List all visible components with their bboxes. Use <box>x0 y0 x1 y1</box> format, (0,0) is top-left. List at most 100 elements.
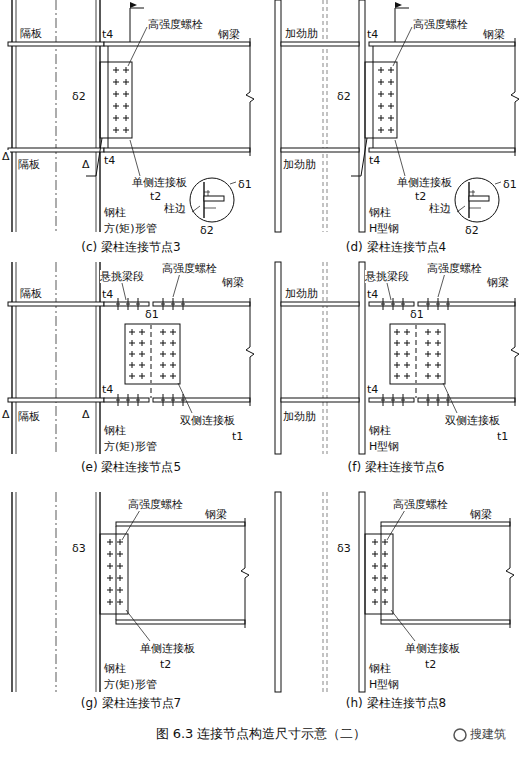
diaphragm-plate <box>8 42 104 46</box>
bolt-symbol <box>438 329 439 335</box>
part-label: 钢柱 <box>369 662 391 675</box>
part-label: 单侧连接板 <box>132 176 187 189</box>
bolt-symbol <box>142 362 143 368</box>
weld-flag <box>130 2 137 8</box>
bolt-symbol <box>438 298 439 310</box>
bolt-symbol <box>407 351 408 357</box>
center-line <box>56 492 57 692</box>
bolt-symbol <box>126 103 127 109</box>
bolt-symbol <box>381 79 382 85</box>
bolt-symbol <box>397 340 398 346</box>
dimension-label: Δ <box>82 158 90 171</box>
part-label: 高强度螺栓 <box>162 262 217 275</box>
tube-wall <box>16 492 17 692</box>
bolt-symbol <box>428 351 429 357</box>
column-web <box>323 492 324 692</box>
column-web <box>323 262 324 454</box>
watermark: 搜建筑 <box>470 728 506 741</box>
beam-web-end <box>381 526 382 620</box>
bolt-symbol <box>142 351 143 357</box>
column-web <box>327 0 328 232</box>
part-label: 高强度螺栓 <box>148 18 203 31</box>
part-label: 高强度螺栓 <box>393 498 448 511</box>
panel-drawing <box>275 492 514 692</box>
bolt-symbol <box>173 362 174 368</box>
bolt-symbol <box>163 298 164 310</box>
dimension-label: t2 <box>425 658 436 671</box>
bolt-symbol <box>126 127 127 133</box>
panel-caption: (f) 梁柱连接节点6 <box>347 460 444 474</box>
bolt-symbol <box>120 587 121 593</box>
part-label: 单侧连接板 <box>140 642 195 655</box>
bolt-symbol <box>385 563 386 569</box>
bolt-symbol <box>163 340 164 346</box>
weld-leader <box>361 138 367 176</box>
bolt-symbol <box>385 539 386 545</box>
panel-drawing <box>275 262 519 454</box>
beam-flange <box>418 398 515 402</box>
part-label: 方(矩)形管 <box>104 222 157 235</box>
dimension-line <box>473 190 474 196</box>
bolt-symbol <box>391 67 392 73</box>
bolt-symbol <box>128 394 129 406</box>
beam-flange <box>153 302 250 306</box>
tube-wall <box>96 262 97 454</box>
weld-leader <box>351 176 361 177</box>
bolt-symbol <box>183 394 184 406</box>
part-label: 方(矩)形管 <box>104 678 157 691</box>
bolt-symbol <box>173 351 174 357</box>
panel-drawing <box>8 0 254 232</box>
bolt-symbol <box>385 587 386 593</box>
bolt-symbol <box>120 599 121 605</box>
beam-flange <box>153 398 250 402</box>
bolt-symbol <box>110 551 111 557</box>
bolt-symbol <box>126 79 127 85</box>
break-line <box>246 298 254 406</box>
beam-flange <box>369 42 515 46</box>
part-label: 加劲肋 <box>285 27 318 40</box>
bolt-symbol <box>391 103 392 109</box>
bolt-symbol <box>173 298 174 310</box>
cantilever-flange <box>369 398 414 402</box>
shear-plate <box>365 62 397 138</box>
part-label: 双侧连接板 <box>445 414 500 427</box>
bolt-symbol <box>385 551 386 557</box>
part-label: 钢柱 <box>369 424 391 437</box>
dimension-label: δ2 <box>200 224 214 237</box>
dimension-label: t1 <box>232 430 243 443</box>
leader-line <box>178 383 192 413</box>
bolt-symbol <box>393 394 394 406</box>
panel-caption: (d) 梁柱连接节点4 <box>346 240 446 254</box>
bolt-symbol <box>448 298 449 310</box>
bolt-symbol <box>118 298 119 310</box>
bolt-symbol <box>116 127 117 133</box>
bolt-symbol <box>142 340 143 346</box>
tube-wall <box>11 0 12 232</box>
dimension-label: t2 <box>150 190 161 203</box>
part-label: 悬挑梁段 <box>365 270 409 283</box>
center-line <box>56 262 57 454</box>
bolt-symbol <box>381 115 382 121</box>
part-label: 隔板 <box>20 27 42 40</box>
column-flange <box>359 262 365 454</box>
bolt-symbol <box>163 351 164 357</box>
leader-line <box>128 27 147 66</box>
leader-line <box>457 206 465 212</box>
bolt-symbol <box>428 298 429 310</box>
bolt-symbol <box>128 298 129 310</box>
dimension-line <box>204 208 216 209</box>
dimension-label: δ3 <box>72 542 86 555</box>
leader-line <box>393 27 412 66</box>
beam-flange <box>104 148 250 152</box>
bolt-symbol <box>403 394 404 406</box>
part-label: 隔板 <box>18 410 40 423</box>
bolt-symbol <box>120 539 121 545</box>
tube-wall <box>16 0 17 232</box>
dimension-label: δ1 <box>503 178 517 191</box>
column-flange <box>275 262 281 454</box>
part-label: 钢梁 <box>222 276 244 289</box>
weld-symbol <box>395 8 409 9</box>
dimension-line <box>469 192 475 193</box>
bolt-symbol <box>173 329 174 335</box>
